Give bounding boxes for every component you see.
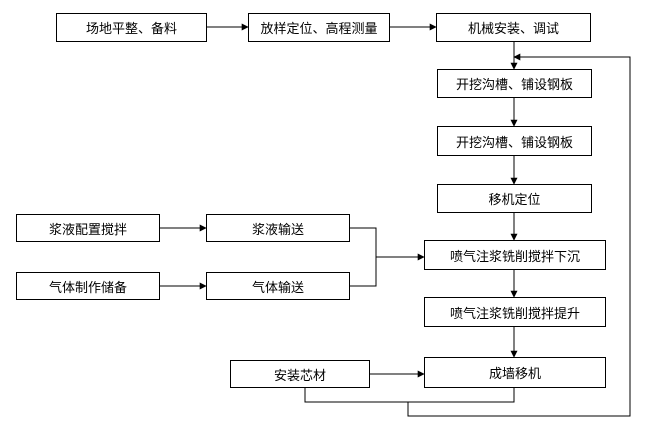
node-machine-install: 机械安装、调试 (436, 13, 591, 42)
node-wall-move: 成墙移机 (424, 357, 606, 388)
node-gas-prep: 气体制作储备 (16, 272, 160, 300)
node-slurry-transport: 浆液输送 (206, 214, 350, 242)
node-machine-position: 移机定位 (437, 184, 592, 213)
node-trench-2: 开挖沟槽、铺设钢板 (437, 126, 592, 156)
node-site-prep: 场地平整、备料 (56, 13, 207, 42)
node-trench-1: 开挖沟槽、铺设钢板 (437, 69, 592, 98)
node-spray-lift: 喷气注浆铣削搅拌提升 (424, 297, 606, 327)
node-core-install: 安装芯材 (230, 360, 370, 388)
node-spray-sink: 喷气注浆铣削搅拌下沉 (424, 240, 606, 270)
edge-bottom-join (304, 388, 515, 403)
edge-slurry-merge (350, 227, 377, 287)
node-gas-transport: 气体输送 (206, 272, 350, 300)
node-layout-survey: 放样定位、高程测量 (248, 13, 390, 42)
edge-loop-back (407, 53, 631, 417)
node-slurry-mix: 浆液配置搅拌 (16, 214, 160, 242)
